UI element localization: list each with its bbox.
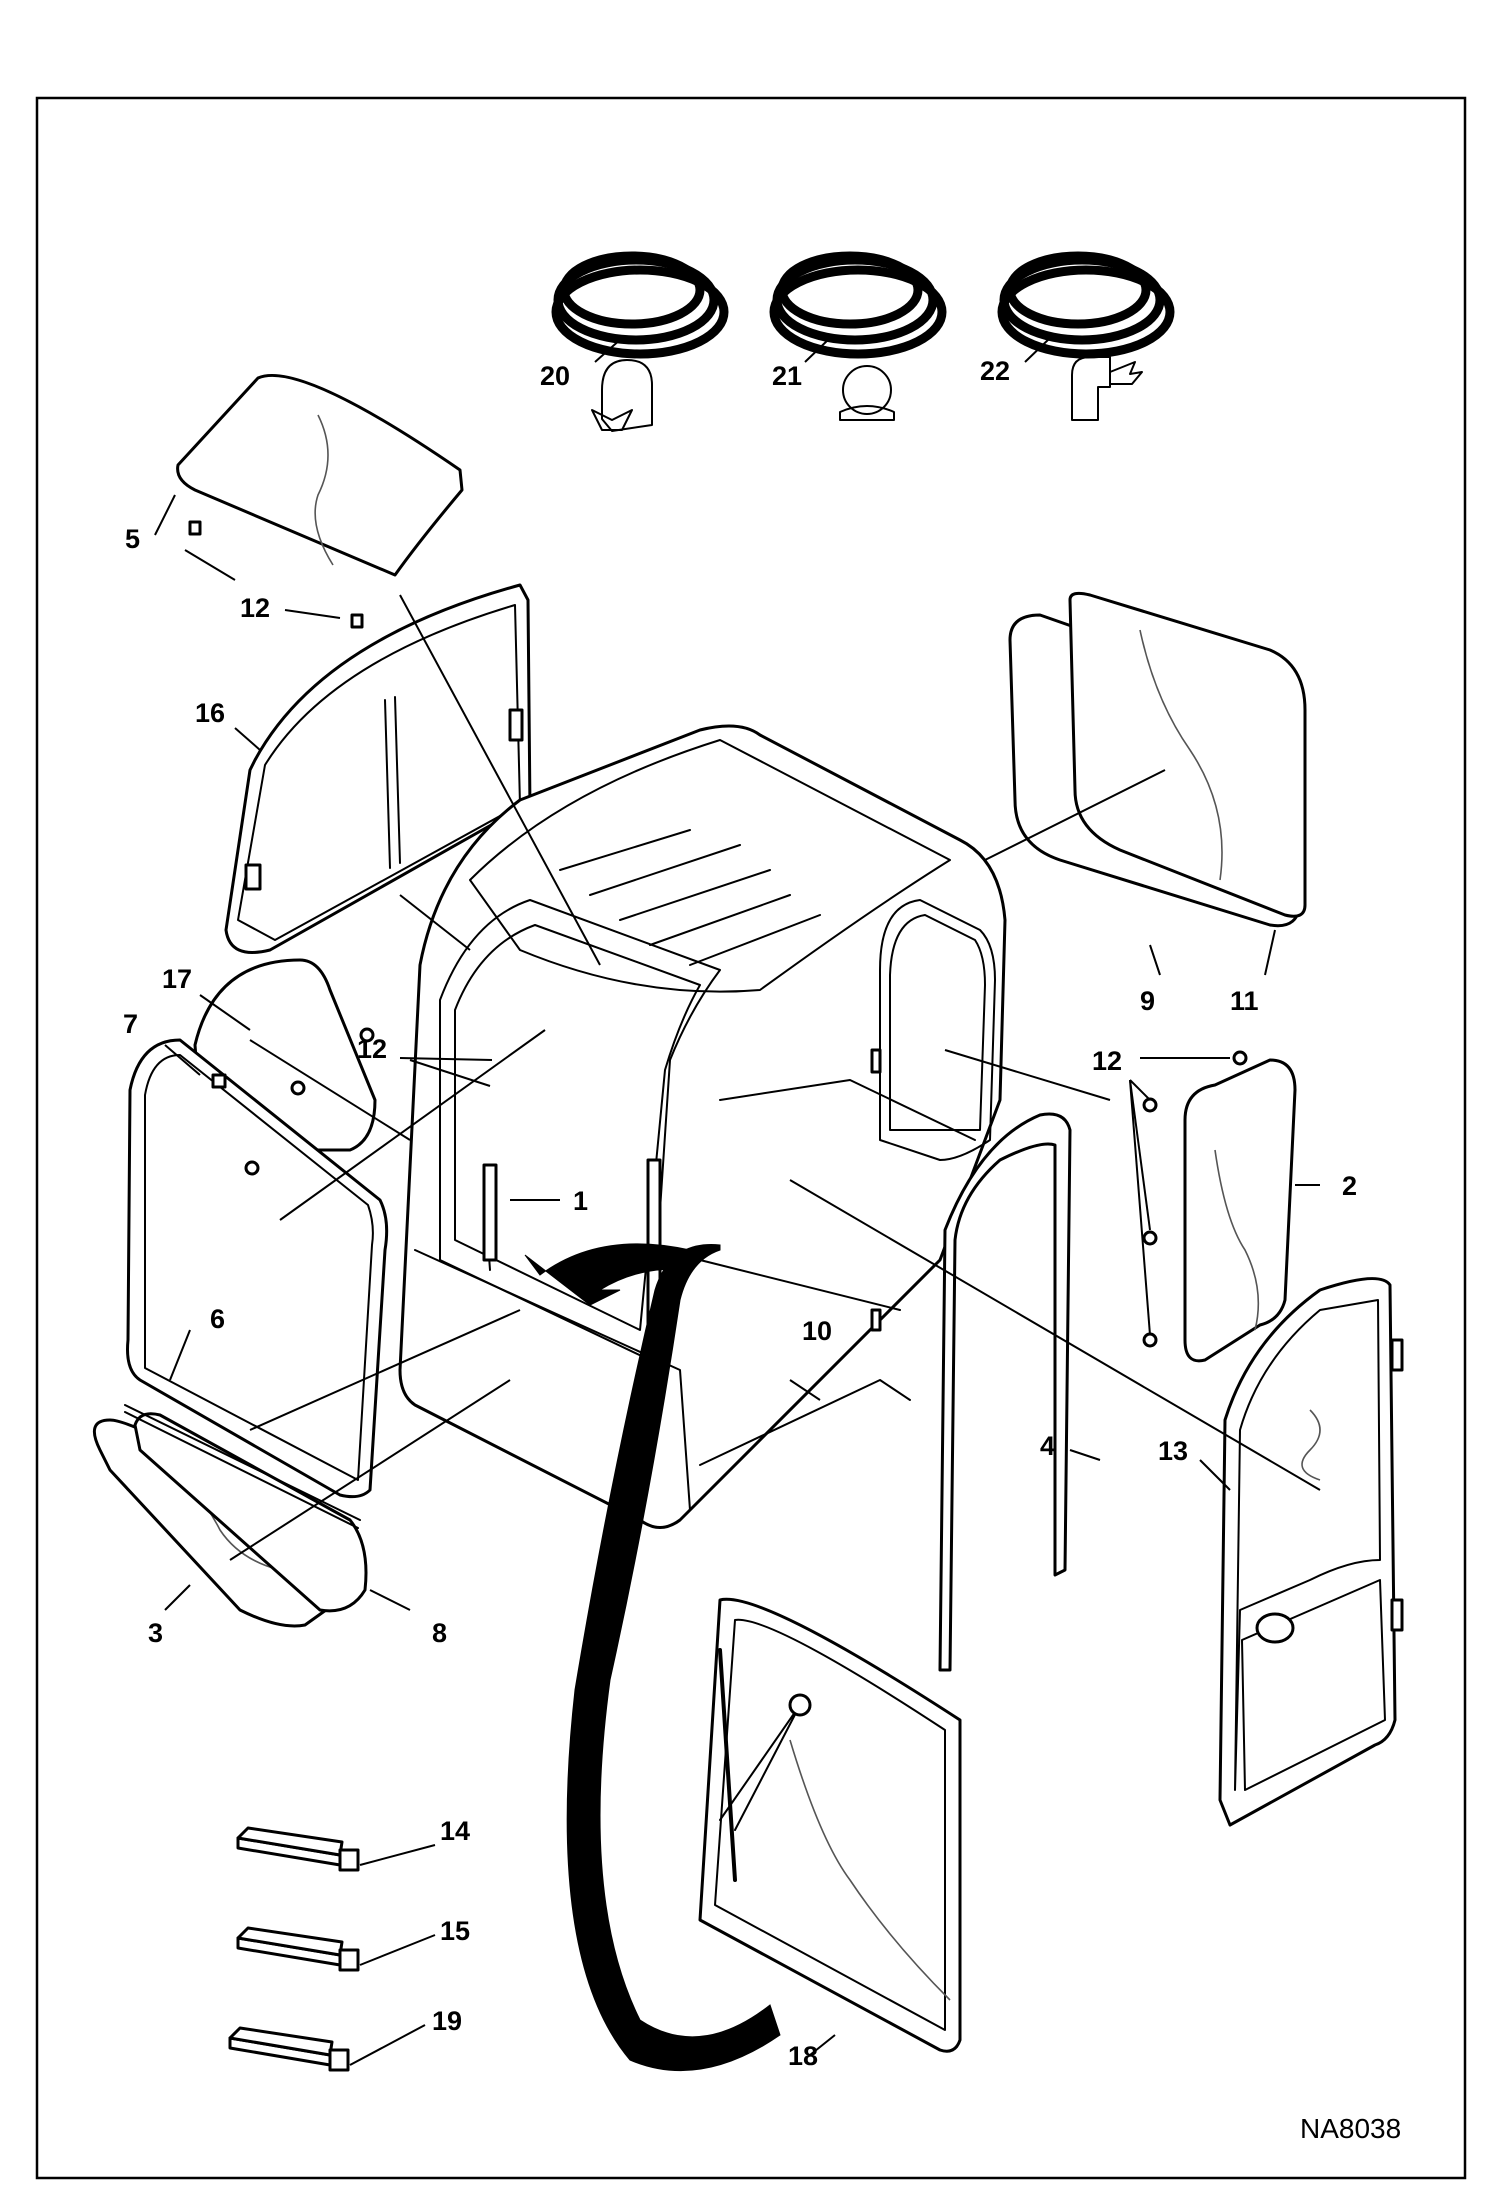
- callout-labels: 20 21 22 5 12 16 17 7 12 1 6 3 8 10 4 13…: [123, 356, 1401, 2144]
- callout-5: 5: [125, 524, 140, 554]
- diagram-border: [35, 96, 1467, 2180]
- front-window-7-17: [126, 958, 389, 1499]
- seal-coil-20: [551, 251, 729, 432]
- callout-12-right: 12: [1092, 1046, 1122, 1076]
- callout-1: 1: [573, 1186, 588, 1216]
- seal-coil-21: [769, 251, 947, 421]
- callout-7: 7: [123, 1009, 138, 1039]
- door-13: [1218, 1277, 1404, 1827]
- leader-lines: [154, 494, 1321, 2066]
- callout-8: 8: [432, 1618, 447, 1648]
- callout-19: 19: [432, 2006, 462, 2036]
- upper-window-frame-16: [224, 583, 532, 954]
- callout-9: 9: [1140, 986, 1155, 1016]
- cab-frame: [398, 724, 1007, 1529]
- callout-2: 2: [1342, 1171, 1357, 1201]
- callout-16: 16: [195, 698, 225, 728]
- callout-18: 18: [788, 2041, 818, 2071]
- side-window-9-11: [1008, 591, 1307, 928]
- callout-21: 21: [772, 361, 802, 391]
- callout-12-top: 12: [240, 593, 270, 623]
- front-panel-18: [698, 1597, 962, 2053]
- callout-10: 10: [802, 1316, 832, 1346]
- side-lower-window-2: [1142, 1050, 1297, 1363]
- callout-12-mid: 12: [357, 1034, 387, 1064]
- callout-11: 11: [1230, 986, 1259, 1016]
- callout-4: 4: [1040, 1431, 1055, 1461]
- callout-6: 6: [210, 1304, 225, 1334]
- adhesive-tube-14: [236, 1826, 360, 1872]
- assembly-arrow: [524, 1243, 781, 2072]
- callout-17: 17: [162, 964, 192, 994]
- callout-20: 20: [540, 361, 570, 391]
- callout-15: 15: [440, 1916, 470, 1946]
- adhesive-tube-15: [236, 1926, 360, 1972]
- side-trim-4: [938, 1112, 1072, 1672]
- callout-14: 14: [440, 1816, 470, 1846]
- adhesive-tube-19: [228, 2026, 350, 2072]
- callout-3: 3: [148, 1618, 163, 1648]
- seal-coil-22: [997, 251, 1175, 421]
- roof-window-5: [176, 374, 464, 629]
- callout-13: 13: [1158, 1436, 1188, 1466]
- drawing-reference-code: NA8038: [1300, 2113, 1401, 2144]
- callout-22: 22: [980, 356, 1010, 386]
